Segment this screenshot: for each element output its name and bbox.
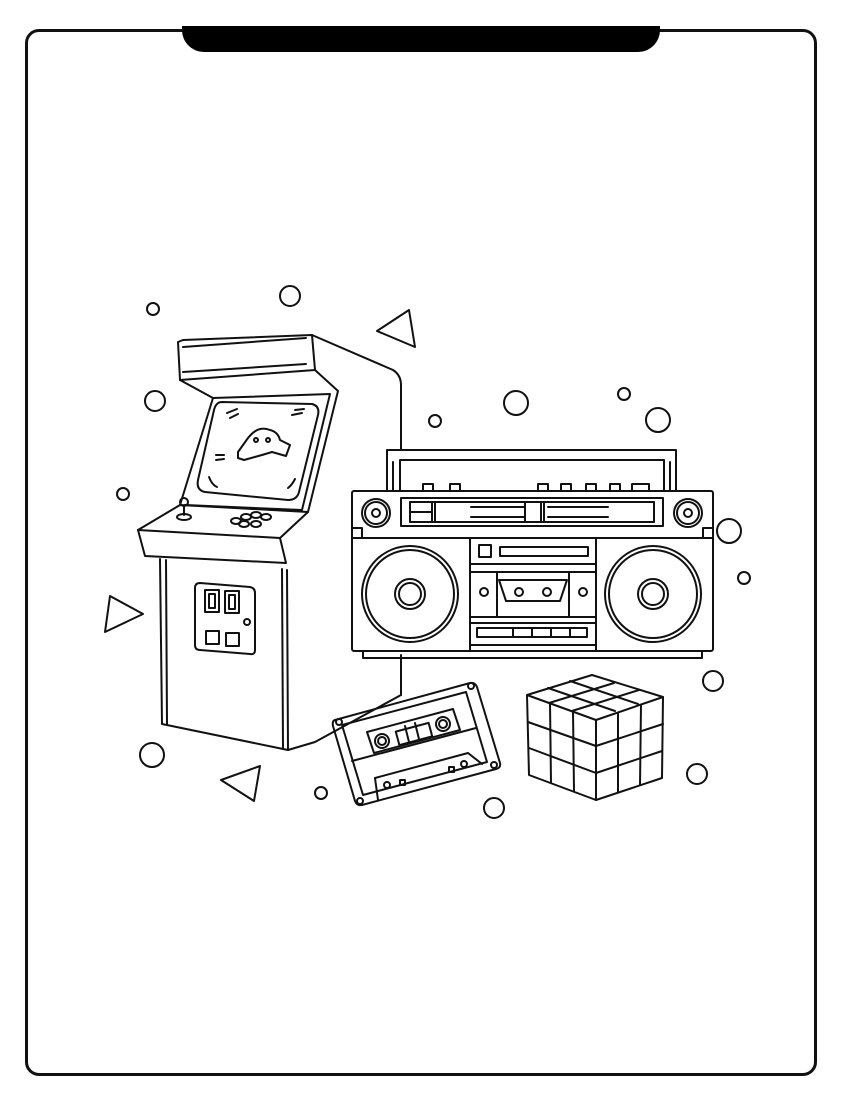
boombox-icon xyxy=(351,449,714,659)
cassette-icon xyxy=(331,681,502,807)
decorative-triangles xyxy=(104,309,416,802)
cube-icon xyxy=(526,674,664,801)
decorative-circles xyxy=(116,285,751,819)
arcade-cabinet-icon xyxy=(137,334,402,751)
site-banner xyxy=(182,26,660,52)
